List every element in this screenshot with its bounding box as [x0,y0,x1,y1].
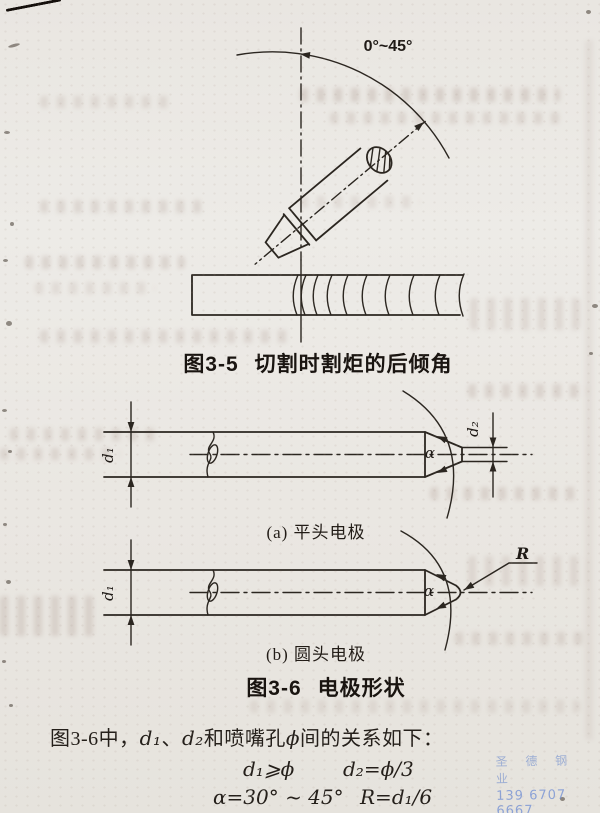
figure-3-6-caption-label: 图3-6 [246,677,302,700]
alpha-a-arrow-top [437,436,448,444]
electrode-b-caption: (b) 圆头电极 [16,640,600,665]
alpha-b-arrow-bottom [436,601,447,609]
electrode-b-break-line [206,569,215,616]
figure-3-5-drawing: 0°~45° [191,27,465,343]
angle-arc [236,51,450,159]
intro-d1-symbol: d₁ [139,726,162,750]
electrode-a-caption-text: (a) 平头电极 [266,523,366,542]
d1b-arrow-top [127,560,135,570]
electrode-b-d1-label: d₁ [99,585,117,601]
watermark: 圣 德 钢 业 139 6707 6667 [495,751,600,813]
figure-3-5-caption-title: 切割时割炬的后倾角 [254,353,453,376]
electrode-a-caption: (a) 平头电极 [16,518,600,543]
electrode-a-break-loop [206,444,219,464]
figure-3-5-caption-label: 图3-5 [183,353,239,376]
d2-arrow-bottom [489,461,497,472]
radius-arrow [464,581,475,590]
alpha-a-arrow-bottom [437,465,448,473]
electrode-a-d2-label: d₂ [464,421,482,437]
electrode-a-tip-extension [461,446,508,463]
cutting-torch [254,120,426,265]
electrode-a-break-line [206,431,215,478]
d1b-arrow-bottom [127,615,135,625]
torch-body [288,147,389,242]
workpiece [191,273,465,317]
electrode-a-drawing: d₁ d₂ α [99,390,533,519]
formula-d2: d₂=ϕ/3 [343,757,414,781]
d1-arrow-bottom [127,477,135,487]
arc-arrowhead-left [300,52,311,59]
intro-text-3: 和喷嘴孔 [203,728,286,750]
electrode-a-alpha-arc [402,390,455,519]
watermark-phone: 139 6707 6667 [496,787,567,813]
workpiece-outline [191,274,464,316]
scan-corner-artifact [5,0,62,12]
electrode-b-alpha-label: α [424,582,434,600]
formula-alpha: α=30° ~ 45° [213,785,344,809]
electrode-b-break-loop [206,582,219,602]
torch-nozzle [264,213,310,259]
paragraph-intro: 图3-6中，d₁、d₂和喷嘴孔ϕ间的关系如下： [50,722,443,751]
electrode-a-d1-label: d₁ [99,447,117,463]
formula-r: R=d₁/6 [360,785,433,809]
electrode-a-alpha-label: α [425,444,435,462]
intro-phi-symbol: ϕ [285,726,300,750]
radius-leader-line [463,562,538,591]
torch-axis [254,120,426,265]
alpha-b-arrow-top [436,574,447,582]
electrode-b-radius-label: R [515,544,529,563]
electrode-b-drawing: d₁ α R [99,530,538,651]
electrode-b-caption-text: (b) 圆头电极 [265,645,367,664]
electrode-b-alpha-arc [400,530,452,651]
intro-d2-symbol: d₂ [182,726,204,750]
d2-arrow-top [489,437,497,448]
formula-d1: d₁⩾ϕ [243,757,295,781]
figure-3-6-caption: 图3-6 电极形状 [26,672,600,702]
cut-drag-lines [292,273,465,317]
d1-arrow-top [127,422,135,432]
intro-text-4: 间的关系如下： [299,728,444,750]
figure-3-5-caption: 图3-5 切割时割炬的后倾角 [18,348,600,378]
intro-text-2: 、 [161,728,182,750]
figure-3-6-caption-title: 电极形状 [317,677,406,700]
hose-end-hatching [363,142,391,176]
watermark-company: 圣 德 钢 业 [495,753,575,786]
torch-seam [282,207,318,246]
intro-text-1: 图3-6中， [50,728,140,750]
tilt-angle-label: 0°~45° [364,38,413,55]
